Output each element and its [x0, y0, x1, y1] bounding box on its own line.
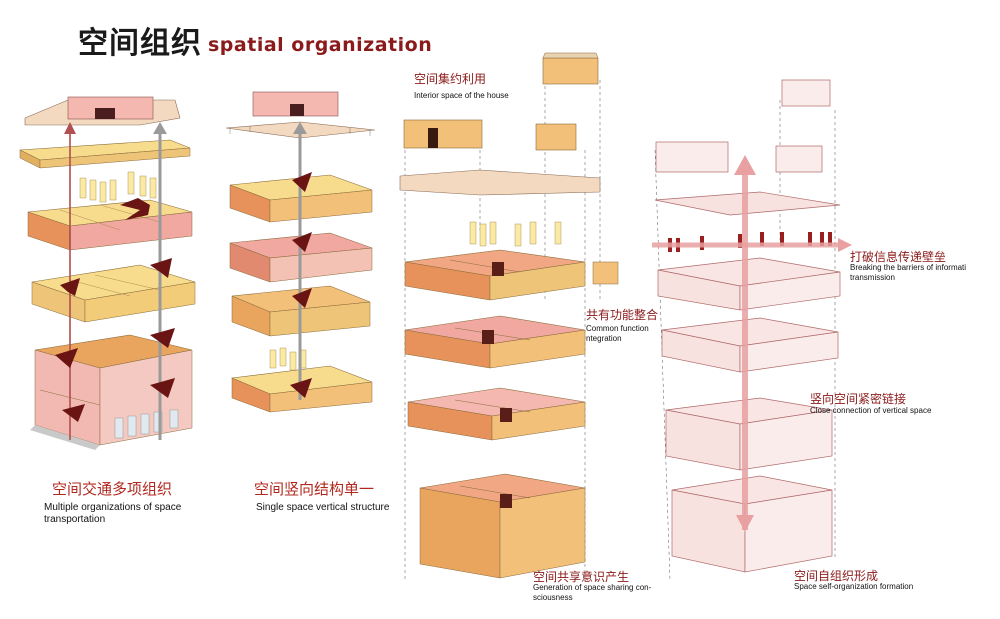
caption-1-en: Multiple organizations of space transpor… [44, 502, 182, 525]
caption-4-cn: 空间自组织形成 [794, 569, 879, 583]
caption-3-en: Generation of space sharing con- sciousn… [533, 583, 652, 602]
caption-3-cn: 空间共享意识产生 [533, 570, 630, 584]
diagram-2-stack [225, 91, 376, 413]
label-break-barriers-en: Breaking the barriers of informati trans… [850, 263, 967, 282]
label-intensive-use-en: Interior space of the house [414, 91, 509, 100]
diagram-4-arrows [652, 155, 852, 532]
caption-2-en: Single space vertical structure [256, 502, 390, 513]
label-vertical-link-en: Close connection of vertical space [810, 406, 932, 415]
diagram-4-stack [654, 79, 841, 581]
label-common-function-en: Common function ntegration [586, 324, 649, 343]
caption-2-cn: 空间竖向结构单一 [254, 480, 375, 498]
diagram-1-stack [18, 96, 196, 450]
label-break-barriers-cn: 打破信息传递壁垒 [850, 250, 947, 264]
diagram-3-stack [399, 52, 619, 580]
page-title-en: spatial organization [208, 34, 433, 56]
caption-4-en: Space self-organization formation [794, 582, 914, 591]
label-vertical-link-cn: 竖向空间紧密链接 [810, 392, 907, 406]
page-title-cn: 空间组织 [78, 26, 202, 61]
label-intensive-use-cn: 空间集约利用 [414, 72, 487, 86]
label-common-function-cn: 共有功能整合 [586, 308, 659, 322]
caption-1-cn: 空间交通多项组织 [52, 480, 173, 498]
